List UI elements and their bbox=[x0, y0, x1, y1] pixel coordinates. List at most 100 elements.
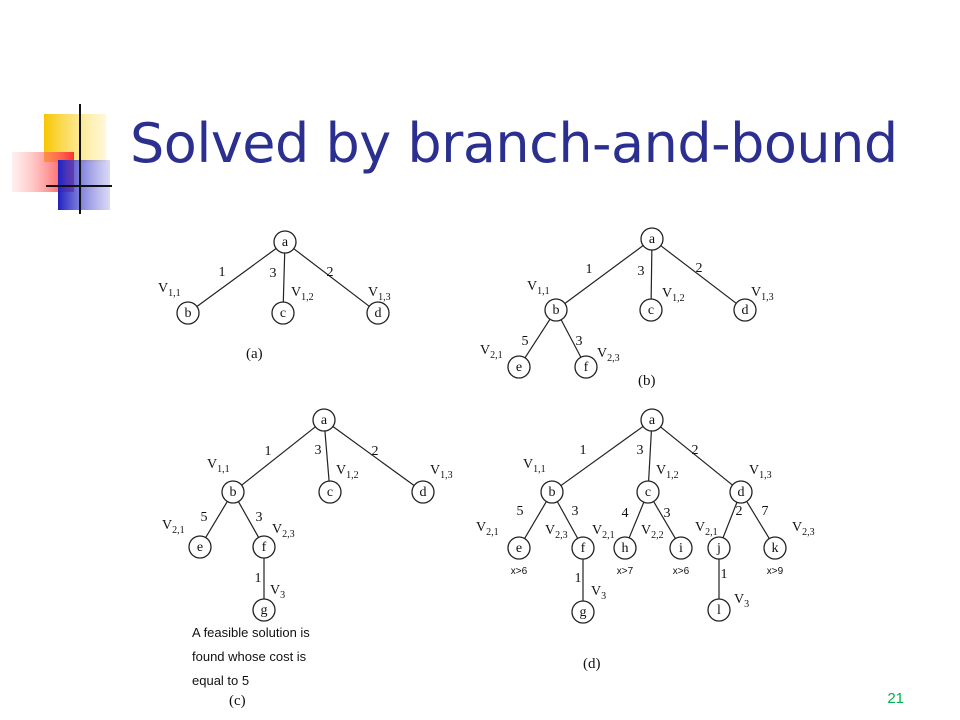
edge-weight: 5 bbox=[522, 334, 529, 349]
node-label: c bbox=[645, 485, 651, 500]
edge-variable-label: V2,2 bbox=[641, 523, 664, 541]
tree-node-c: c bbox=[271, 301, 295, 325]
tree-node-g: g bbox=[252, 598, 276, 622]
node-label: g bbox=[580, 605, 587, 620]
edge-a2-d2 bbox=[660, 245, 737, 304]
edge-weight: 2 bbox=[696, 261, 703, 276]
edge-variable-label: V1,1 bbox=[158, 281, 181, 299]
node-label: d bbox=[738, 485, 745, 500]
feasible-solution-note: found whose cost is bbox=[192, 649, 307, 664]
edge-weight: 1 bbox=[721, 567, 728, 582]
edge-weight: 3 bbox=[638, 264, 645, 279]
edge-weight: 1 bbox=[580, 443, 587, 458]
edge-variable-label: V2,1 bbox=[592, 523, 615, 541]
edge-b2-f2 bbox=[560, 319, 582, 358]
node-label: f bbox=[584, 360, 589, 375]
edge-b3-e3 bbox=[205, 501, 228, 538]
edge-b4-f4 bbox=[556, 501, 579, 539]
edge-variable-label: V3 bbox=[270, 583, 285, 601]
edge-b3-f3 bbox=[237, 501, 260, 538]
edge-variable-label: V2,1 bbox=[695, 520, 718, 538]
edge-weight: 7 bbox=[762, 504, 769, 519]
edge-variable-label: V1,1 bbox=[527, 279, 550, 297]
tree-node-g: g bbox=[571, 600, 595, 624]
edge-weight: 1 bbox=[265, 444, 272, 459]
tree-node-e: e bbox=[188, 535, 212, 559]
bound-label: x>6 bbox=[511, 566, 528, 577]
edge-variable-label: V2,3 bbox=[272, 522, 295, 540]
node-label: b bbox=[549, 485, 556, 500]
edge-variable-label: V3 bbox=[734, 592, 749, 610]
tree-node-f: f bbox=[252, 535, 276, 559]
edge-variable-label: V2,1 bbox=[476, 520, 499, 538]
edge-variable-label: V3 bbox=[591, 584, 606, 602]
slide-logo bbox=[12, 104, 112, 214]
edge-variable-label: V1,2 bbox=[291, 285, 314, 303]
edge-a4-b4 bbox=[560, 425, 644, 487]
tree-node-i: i bbox=[669, 536, 693, 560]
tree-node-a: a bbox=[640, 227, 664, 251]
edge-weight: 1 bbox=[575, 571, 582, 586]
node-label: g bbox=[261, 603, 268, 618]
tree-node-a: a bbox=[273, 230, 297, 254]
tree-node-d: d bbox=[411, 480, 435, 504]
node-label: f bbox=[262, 540, 267, 555]
tree-node-e: e bbox=[507, 355, 531, 379]
feasible-solution-note: A feasible solution is bbox=[192, 625, 310, 640]
edge-weight: 3 bbox=[664, 506, 671, 521]
edge-d4-j4 bbox=[722, 502, 738, 538]
tree-node-b: b bbox=[221, 480, 245, 504]
bound-label: x>9 bbox=[767, 566, 784, 577]
edge-weight: 3 bbox=[270, 266, 277, 281]
node-label: f bbox=[581, 541, 586, 556]
edge-variable-label: V2,3 bbox=[597, 346, 620, 364]
edge-weight: 1 bbox=[219, 265, 226, 280]
tree-node-k: k bbox=[763, 536, 787, 560]
edge-weight: 3 bbox=[637, 443, 644, 458]
tree-node-f: f bbox=[571, 536, 595, 560]
panel-caption-d: (d) bbox=[583, 656, 601, 672]
edge-a1-c1 bbox=[282, 252, 286, 303]
edge-a3-b3 bbox=[241, 426, 316, 486]
edge-weight: 1 bbox=[586, 262, 593, 277]
edge-b4-e4 bbox=[524, 501, 547, 539]
node-label: j bbox=[716, 541, 721, 556]
slide-title: Solved by branch-and-bound bbox=[130, 112, 898, 175]
node-label: a bbox=[649, 232, 656, 247]
edge-variable-label: V1,1 bbox=[523, 457, 546, 475]
node-label: e bbox=[516, 541, 522, 556]
edge-weight: 3 bbox=[576, 334, 583, 349]
page-number: 21 bbox=[887, 690, 904, 707]
tree-node-a: a bbox=[640, 408, 664, 432]
edge-weight: 2 bbox=[372, 444, 379, 459]
tree-node-d: d bbox=[366, 301, 390, 325]
tree-node-d: d bbox=[729, 480, 753, 504]
edge-a4-d4 bbox=[660, 426, 733, 486]
node-label: e bbox=[516, 360, 522, 375]
edge-a2-c2 bbox=[650, 249, 653, 300]
edge-a1-b1 bbox=[196, 248, 277, 307]
node-label: b bbox=[553, 303, 560, 318]
node-label: k bbox=[772, 541, 779, 556]
edge-variable-label: V1,2 bbox=[662, 286, 685, 304]
edge-weight: 2 bbox=[692, 443, 699, 458]
edge-weight: 1 bbox=[255, 571, 262, 586]
bound-label: x>7 bbox=[617, 566, 634, 577]
edge-weight: 3 bbox=[572, 504, 579, 519]
node-label: c bbox=[280, 306, 286, 321]
edge-variable-label: V2,1 bbox=[162, 518, 185, 536]
edge-variable-label: V1,2 bbox=[656, 463, 679, 481]
feasible-solution-note: equal to 5 bbox=[192, 673, 249, 688]
node-label: i bbox=[679, 541, 683, 556]
tree-node-c: c bbox=[318, 480, 342, 504]
node-label: e bbox=[197, 540, 203, 555]
node-label: c bbox=[327, 485, 333, 500]
tree-node-b: b bbox=[544, 298, 568, 322]
node-label: a bbox=[282, 235, 289, 250]
edge-variable-label: V2,3 bbox=[792, 520, 815, 538]
node-label: b bbox=[230, 485, 237, 500]
edge-weight: 4 bbox=[622, 506, 629, 521]
tree-node-b: b bbox=[176, 301, 200, 325]
edge-weight: 5 bbox=[517, 504, 524, 519]
tree-node-b: b bbox=[540, 480, 564, 504]
